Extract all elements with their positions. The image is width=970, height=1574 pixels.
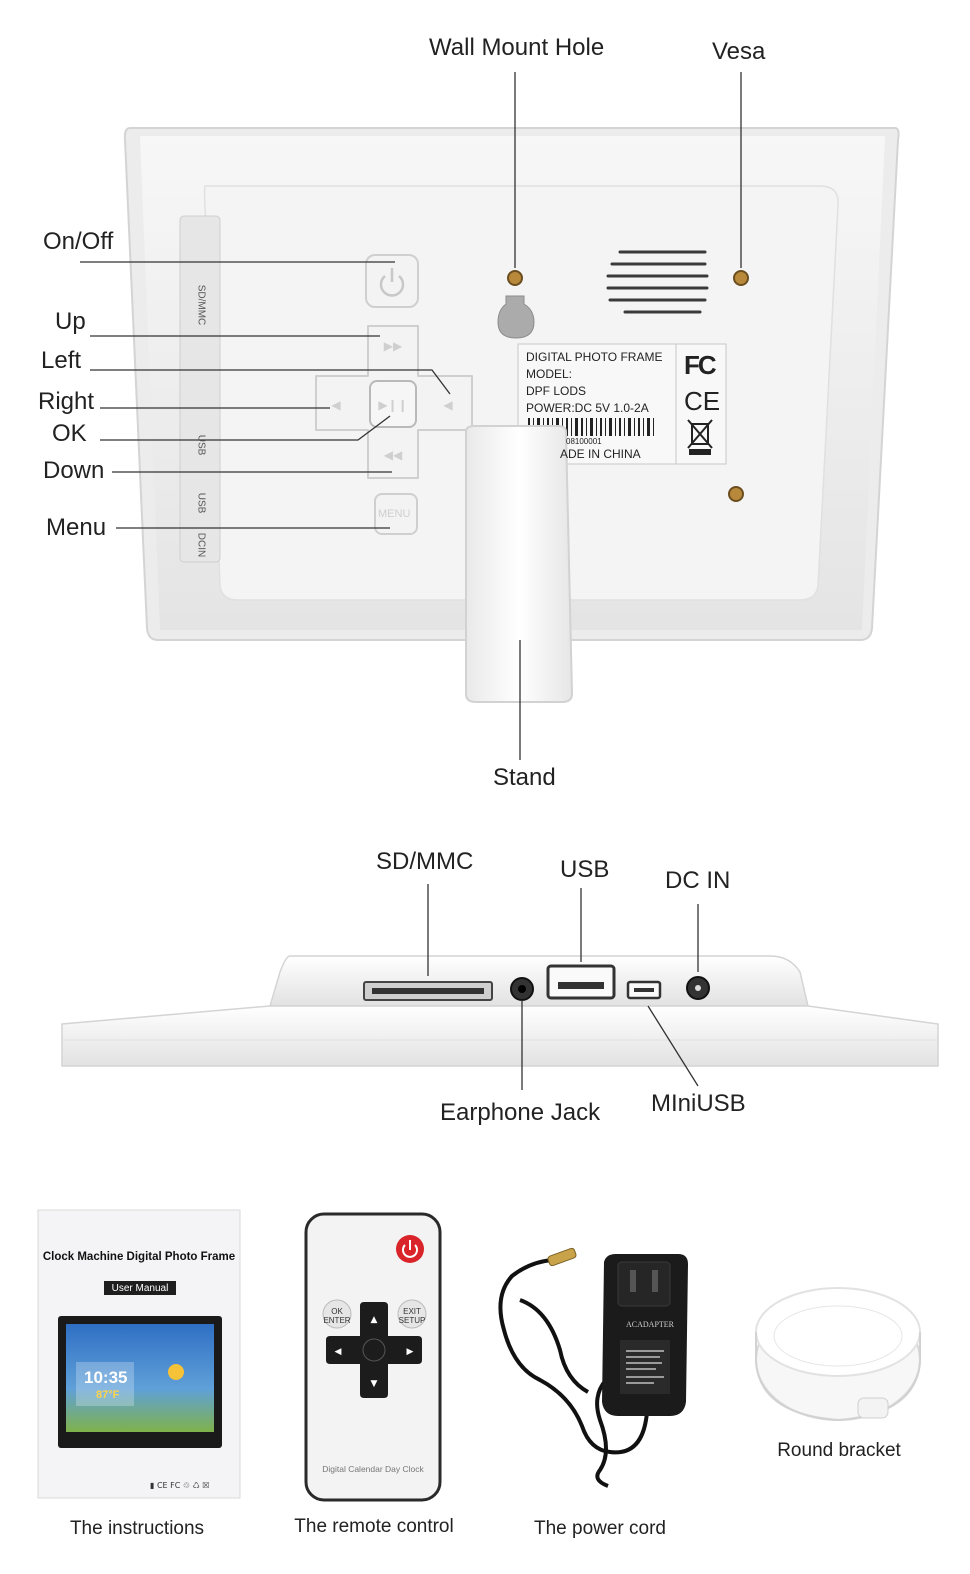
strip-label-dc-in: DCIN <box>195 532 207 558</box>
user-manual: ▮ CE FC ♲ ♺ ☒ <box>37 1209 241 1499</box>
label-stand: Stand <box>493 764 556 791</box>
menu-button-text: MENU <box>378 508 411 520</box>
weee-bin-icon <box>687 419 713 455</box>
control-buttons: ▶▶ ◀◀ ▶❙❙ ◀ ◀ <box>315 254 473 535</box>
rating-line-2: MODEL: <box>526 367 573 381</box>
label-left: Left <box>41 347 82 374</box>
rating-made-in: ADE IN CHINA <box>560 447 641 461</box>
label-earphone-jack: Earphone Jack <box>440 1099 601 1126</box>
vesa-screw-lower <box>728 486 744 502</box>
power-adapter <box>498 1247 688 1488</box>
adapter-brand: ACADAPTER <box>626 1320 675 1329</box>
label-menu: Menu <box>46 514 107 541</box>
svg-text:◀◀: ◀◀ <box>384 448 403 462</box>
svg-text:▲: ▲ <box>371 1315 378 1325</box>
wall-mount-screw <box>507 270 523 286</box>
label-up: Up <box>55 308 86 335</box>
remote-footer: Digital Calendar Day Clock <box>322 1464 424 1474</box>
frame-bottom-edge <box>61 955 939 1067</box>
rating-line-4: POWER:DC 5V 1.0-2A <box>526 401 649 415</box>
svg-text:▶❙❙: ▶❙❙ <box>378 398 407 412</box>
wall-mount-keyhole <box>497 295 535 339</box>
frame-back <box>123 127 900 641</box>
svg-text:◀: ◀ <box>443 398 453 412</box>
callout-lines-bottom <box>427 884 699 1090</box>
caption-instructions: The instructions <box>69 1518 205 1539</box>
label-vesa: Vesa <box>712 38 766 65</box>
fcc-mark: FC <box>684 350 717 380</box>
menu-button <box>374 493 418 535</box>
ok-button <box>369 380 417 428</box>
label-dc-in: DC IN <box>665 867 731 894</box>
power-icon <box>379 268 405 297</box>
manual-badge: User Manual <box>111 1283 169 1294</box>
strip-label-sd-mmc: SD/MMC <box>195 284 207 326</box>
label-ok: OK <box>52 420 87 447</box>
manual-screen-temp: 87°F <box>96 1389 120 1401</box>
svg-text:▶▶: ▶▶ <box>384 339 403 353</box>
rating-line-1: DIGITAL PHOTO FRAME <box>526 350 663 364</box>
label-down: Down <box>43 457 105 484</box>
callout-lines-back <box>80 72 742 760</box>
label-wall-mount-hole: Wall Mount Hole <box>429 34 605 61</box>
rating-line-3: DPF LODS <box>526 384 587 398</box>
label-mini-usb: MIniUSB <box>651 1090 746 1117</box>
svg-text:▶: ▶ <box>407 1347 414 1357</box>
manual-title: Clock Machine Digital Photo Frame <box>42 1251 236 1263</box>
manual-screen-time: 10:35 <box>84 1368 128 1387</box>
vesa-screw <box>733 270 749 286</box>
rating-serial: 08100001 <box>566 437 602 446</box>
label-on-off: On/Off <box>43 228 114 255</box>
svg-text:◀: ◀ <box>331 398 341 412</box>
caption-remote-control: The remote control <box>294 1516 454 1537</box>
remote-exit-label: EXIT SETUP <box>398 1307 426 1325</box>
caption-round-bracket: Round bracket <box>777 1440 901 1461</box>
svg-text:▼: ▼ <box>371 1379 378 1389</box>
speaker-grille <box>606 250 709 314</box>
remote-ok-label: OK ENTER <box>323 1307 351 1325</box>
stand <box>465 425 574 703</box>
round-bracket <box>755 1287 921 1422</box>
remote-control: ▲ ▼ ◀ ▶ <box>304 1212 442 1502</box>
caption-power-cord: The power cord <box>533 1518 667 1539</box>
svg-text:▮ CE FC ♲ ♺ ☒: ▮ CE FC ♲ ♺ ☒ <box>150 1481 209 1490</box>
label-sd-mmc: SD/MMC <box>376 848 474 875</box>
strip-label-usb-1: USB <box>195 434 207 456</box>
manual-cert-icons: ▮ CE FC ♲ ♺ ☒ <box>150 1481 209 1490</box>
label-usb: USB <box>560 856 610 883</box>
rating-label-text: DIGITAL PHOTO FRAME MODEL: DPF LODS POWE… <box>526 349 662 417</box>
svg-text:◀: ◀ <box>335 1347 342 1357</box>
ce-mark: CE <box>684 386 721 416</box>
strip-label-usb-2: USB <box>195 492 207 514</box>
label-right: Right <box>38 388 95 415</box>
